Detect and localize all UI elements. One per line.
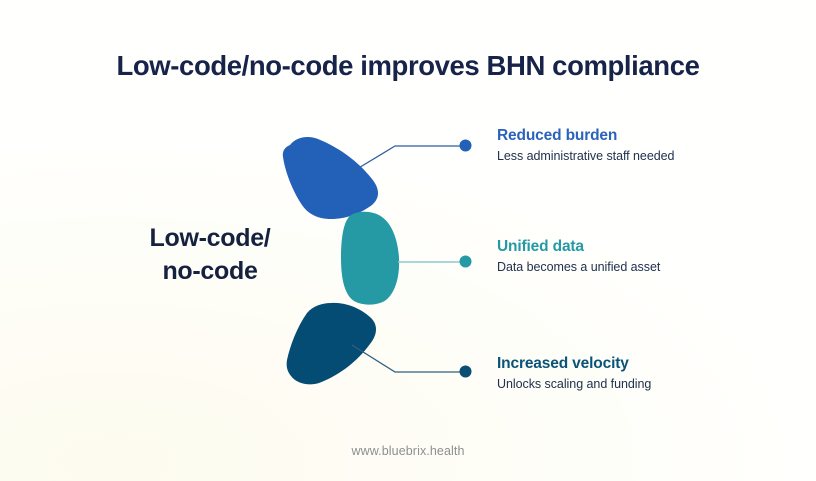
connector-dot-reduced-burden — [459, 139, 472, 152]
callout-heading: Reduced burden — [497, 127, 618, 144]
callout-heading: Increased velocity — [497, 355, 629, 372]
callout-subtext: Less administrative staff needed — [497, 149, 675, 163]
connector-line-increased-velocity — [351, 344, 462, 373]
callout-subtext: Unlocks scaling and funding — [497, 377, 652, 391]
callout-unified-data: Unified data Data becomes a unified asse… — [497, 237, 797, 275]
center-label-line-1: Low-code/ — [149, 224, 271, 252]
callout-increased-velocity: Increased velocity Unlocks scaling and f… — [497, 354, 797, 392]
segment-shape-increased-velocity[interactable] — [286, 302, 376, 385]
center-label-line-2: no-code — [162, 257, 258, 285]
connector-line-reduced-burden — [351, 145, 462, 173]
callout-subtext: Data becomes a unified asset — [497, 260, 661, 274]
segment-shape-unified-data[interactable] — [341, 211, 400, 305]
callout-heading: Unified data — [497, 238, 584, 255]
segment-shape-reduced-burden[interactable] — [282, 137, 378, 219]
footer-url[interactable]: www.bluebrix.health — [351, 444, 465, 458]
center-label: Low-code/ no-code — [110, 222, 310, 288]
page-title: Low-code/no-code improves BHN compliance — [116, 50, 700, 81]
connector-dot-unified-data — [459, 255, 472, 268]
callout-reduced-burden: Reduced burden Less administrative staff… — [497, 126, 797, 164]
connector-dot-increased-velocity — [459, 365, 472, 378]
